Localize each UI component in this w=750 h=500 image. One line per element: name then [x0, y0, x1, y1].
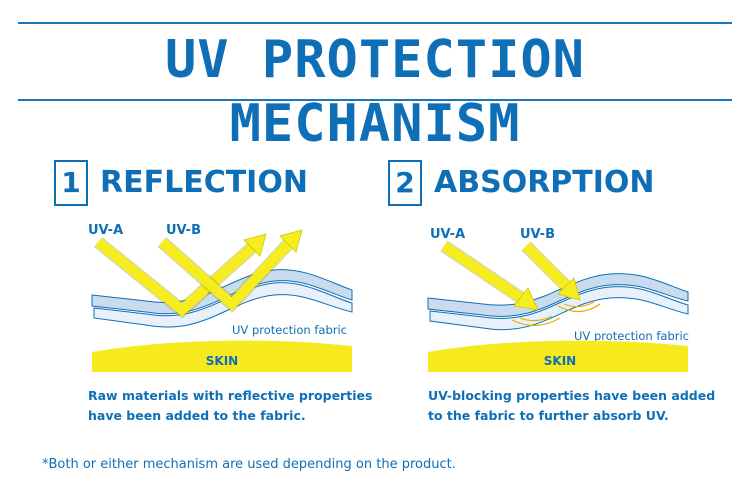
absorption-diagram: UV-A UV-B UV protection fabric SKIN [427, 227, 689, 372]
uv-a-absorption-arrow [441, 241, 527, 305]
fabric-layer-back [427, 273, 689, 317]
skin-label: SKIN [544, 354, 576, 368]
uv-b-absorption-arrow [522, 242, 572, 292]
title-top-rule [18, 22, 732, 24]
skin-layer [92, 340, 352, 372]
skin-layer [428, 340, 688, 372]
absorption-panel: 2 ABSORPTION UV-A UV-B UV protection fab… [388, 160, 715, 430]
footnote: *Both or either mechanism are used depen… [42, 457, 456, 472]
absorption-description: UV-blocking properties have been added t… [428, 388, 716, 423]
title-bottom-rule [18, 99, 732, 101]
uv-b-label: UV-B [520, 227, 555, 242]
uv-b-arrowhead [557, 277, 581, 301]
fabric-label: UV protection fabric [232, 323, 347, 337]
fabric-label: UV protection fabric [574, 329, 689, 343]
reflection-title: REFLECTION [100, 165, 308, 200]
uv-b-label: UV-B [166, 223, 201, 238]
absorption-ripples [511, 301, 601, 327]
uv-a-arrowhead [513, 287, 539, 311]
uv-b-arrowhead [279, 229, 303, 253]
absorption-title: ABSORPTION [434, 165, 655, 200]
reflection-diagram: UV-A UV-B UV protection fabric SKIN [88, 223, 353, 372]
reflection-number-box: 1 [54, 160, 88, 206]
uv-a-arrowhead [243, 233, 267, 257]
reflection-panel: 1 REFLECTION UV-A UV-B UV protection fab… [54, 160, 374, 430]
uv-a-label: UV-A [430, 227, 465, 242]
reflection-description: Raw materials with reflective properties… [88, 388, 373, 423]
fabric-layer-front [429, 286, 689, 331]
absorption-number-box: 2 [388, 160, 422, 206]
skin-label: SKIN [206, 354, 238, 368]
page-title: UV PROTECTION MECHANISM [165, 30, 585, 154]
uv-a-label: UV-A [88, 223, 123, 238]
